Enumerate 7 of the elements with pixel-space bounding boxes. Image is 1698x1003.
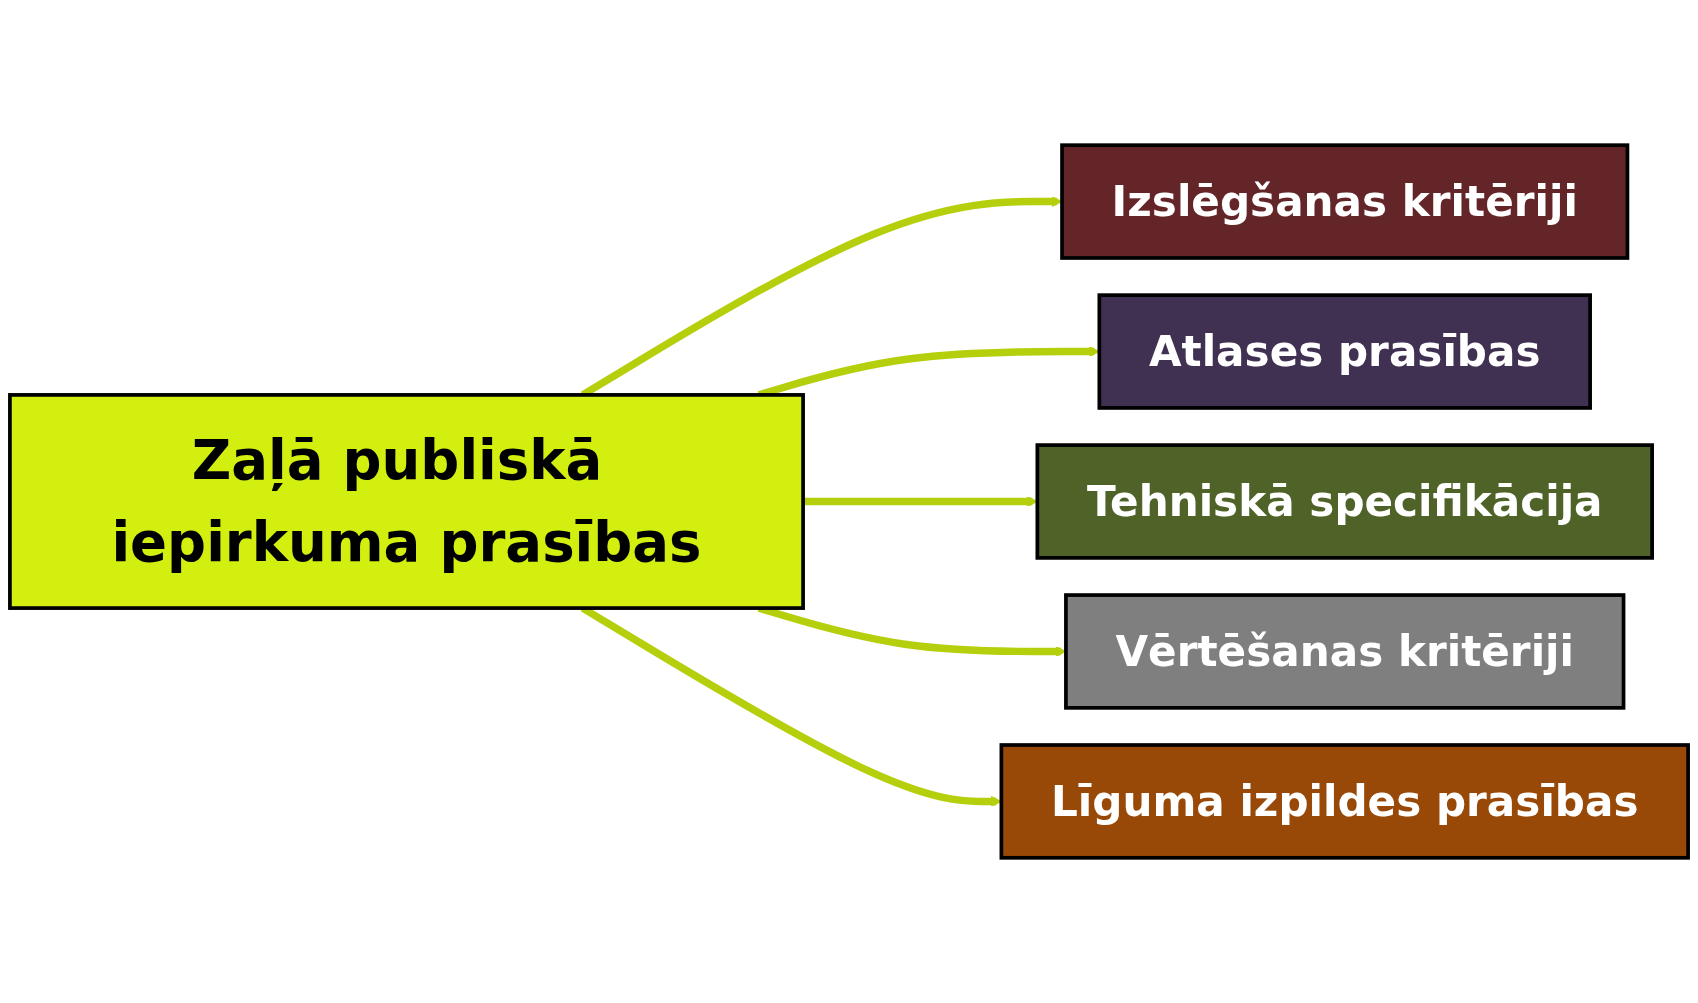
node-box: Zaļā publiskā iepirkuma prasības: [8, 393, 805, 610]
node-box: Atlases prasības: [1097, 293, 1592, 410]
node-box: Izslēgšanas kritēriji: [1060, 143, 1630, 260]
node-box: Vērtēšanas kritēriji: [1064, 593, 1626, 710]
node-box: Līguma izpildes prasības: [999, 743, 1690, 860]
arrow: [803, 496, 1038, 507]
node-box: Tehniskā specifikācija: [1035, 443, 1654, 560]
